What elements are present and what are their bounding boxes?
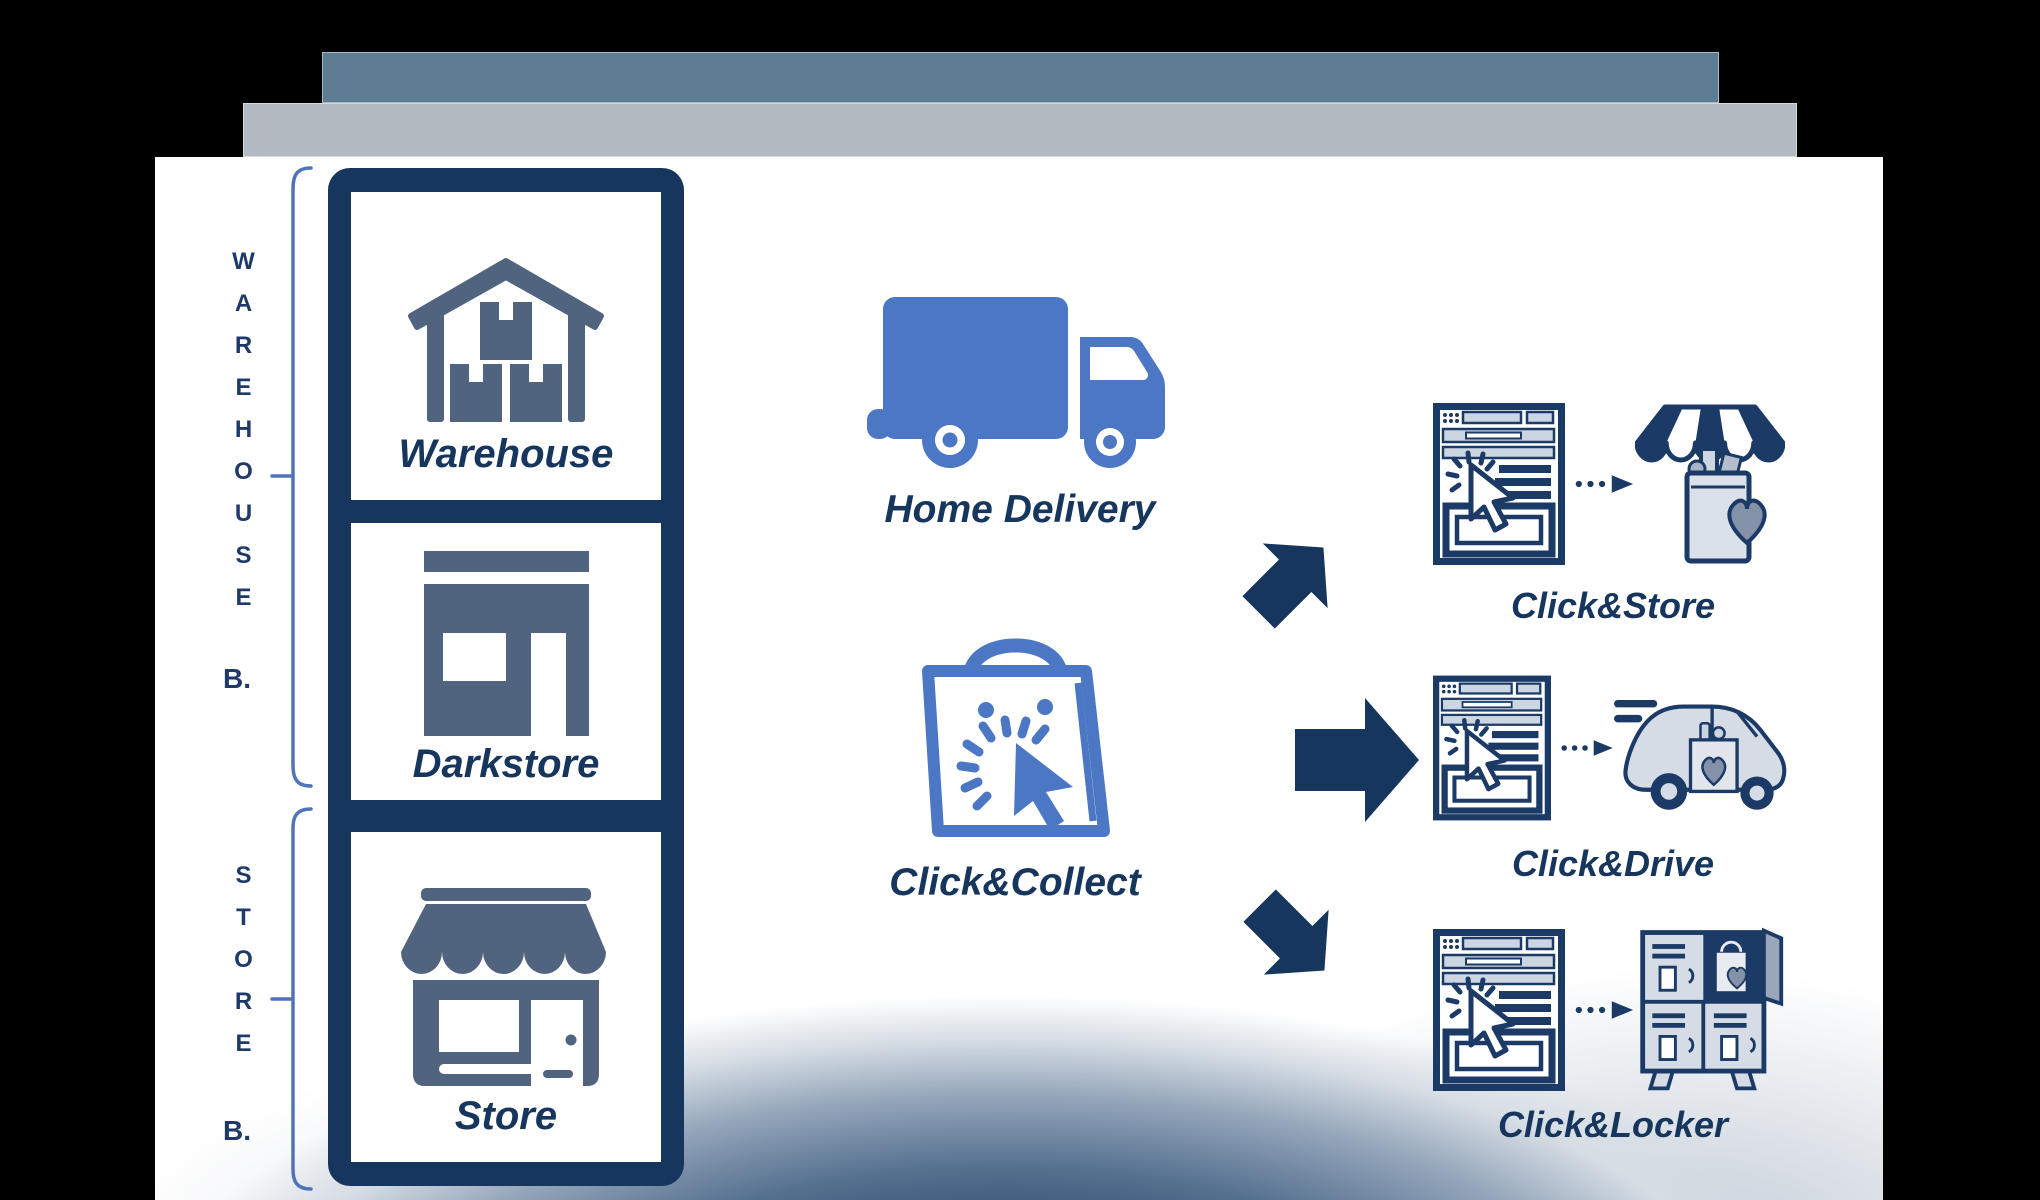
warehouse-bracket (270, 166, 313, 788)
darkstore-cell-label: Darkstore (412, 742, 600, 787)
click-and-drive-label: Click&Drive (1511, 843, 1715, 884)
click-and-store-group: Click&Store (1433, 403, 1793, 627)
click-and-collect-label: Click&Collect (889, 861, 1141, 904)
click-and-locker-label: Click&Locker (1497, 1104, 1729, 1145)
warehouse-vertical-label: WAREHOUSE (230, 248, 257, 626)
dotted-arrow-icon (1575, 1000, 1634, 1019)
pickup-car-icon (1614, 699, 1787, 810)
click-and-drive-group: Click&Drive (1433, 667, 1793, 885)
warehouse-cell-label: Warehouse (398, 431, 614, 476)
fulfilment-locations-frame: Warehouse Darkstore (328, 168, 684, 1186)
slide-edge-bar-top (322, 52, 1719, 103)
flow-arrow-up-right-icon (1242, 543, 1328, 629)
browser-click-icon (1433, 403, 1565, 565)
dotted-arrow-icon (1575, 475, 1634, 493)
warehouse-b-label: B. (223, 663, 251, 694)
click-and-collect-figure: Click&Collect (889, 615, 1141, 905)
locker-icon (1640, 927, 1784, 1091)
frame-divider (351, 800, 661, 832)
warehouse-cell: Warehouse (351, 192, 661, 500)
home-delivery-figure: Home Delivery (855, 289, 1185, 532)
store-cell: Store (351, 832, 661, 1162)
flow-arrow-down-right-icon (1243, 889, 1329, 975)
dotted-arrow-icon (1561, 740, 1613, 756)
click-bag-icon (921, 638, 1110, 837)
store-vertical-label: STORE (230, 862, 257, 1072)
warehouse-icon (408, 257, 604, 422)
store-cell-label: Store (454, 1093, 558, 1138)
browser-click-icon (1433, 667, 1551, 829)
store-icon (401, 887, 606, 1086)
store-bracket (270, 807, 313, 1191)
flow-arrow-right-icon (1295, 698, 1419, 822)
frame-divider (351, 500, 661, 523)
market-stall-icon (1635, 404, 1785, 564)
darkstore-icon (423, 551, 589, 737)
home-delivery-label: Home Delivery (884, 488, 1156, 531)
click-and-store-label: Click&Store (1510, 585, 1716, 626)
darkstore-cell: Darkstore (351, 522, 661, 801)
delivery-truck-icon (867, 297, 1165, 468)
click-and-locker-group: Click&Locker (1433, 927, 1793, 1146)
slide-edge-bar-second (243, 103, 1797, 157)
store-b-label: B. (223, 1115, 251, 1146)
browser-click-icon (1433, 929, 1565, 1091)
slide-page: WAREHOUSE B. STORE B. (155, 157, 1883, 1200)
